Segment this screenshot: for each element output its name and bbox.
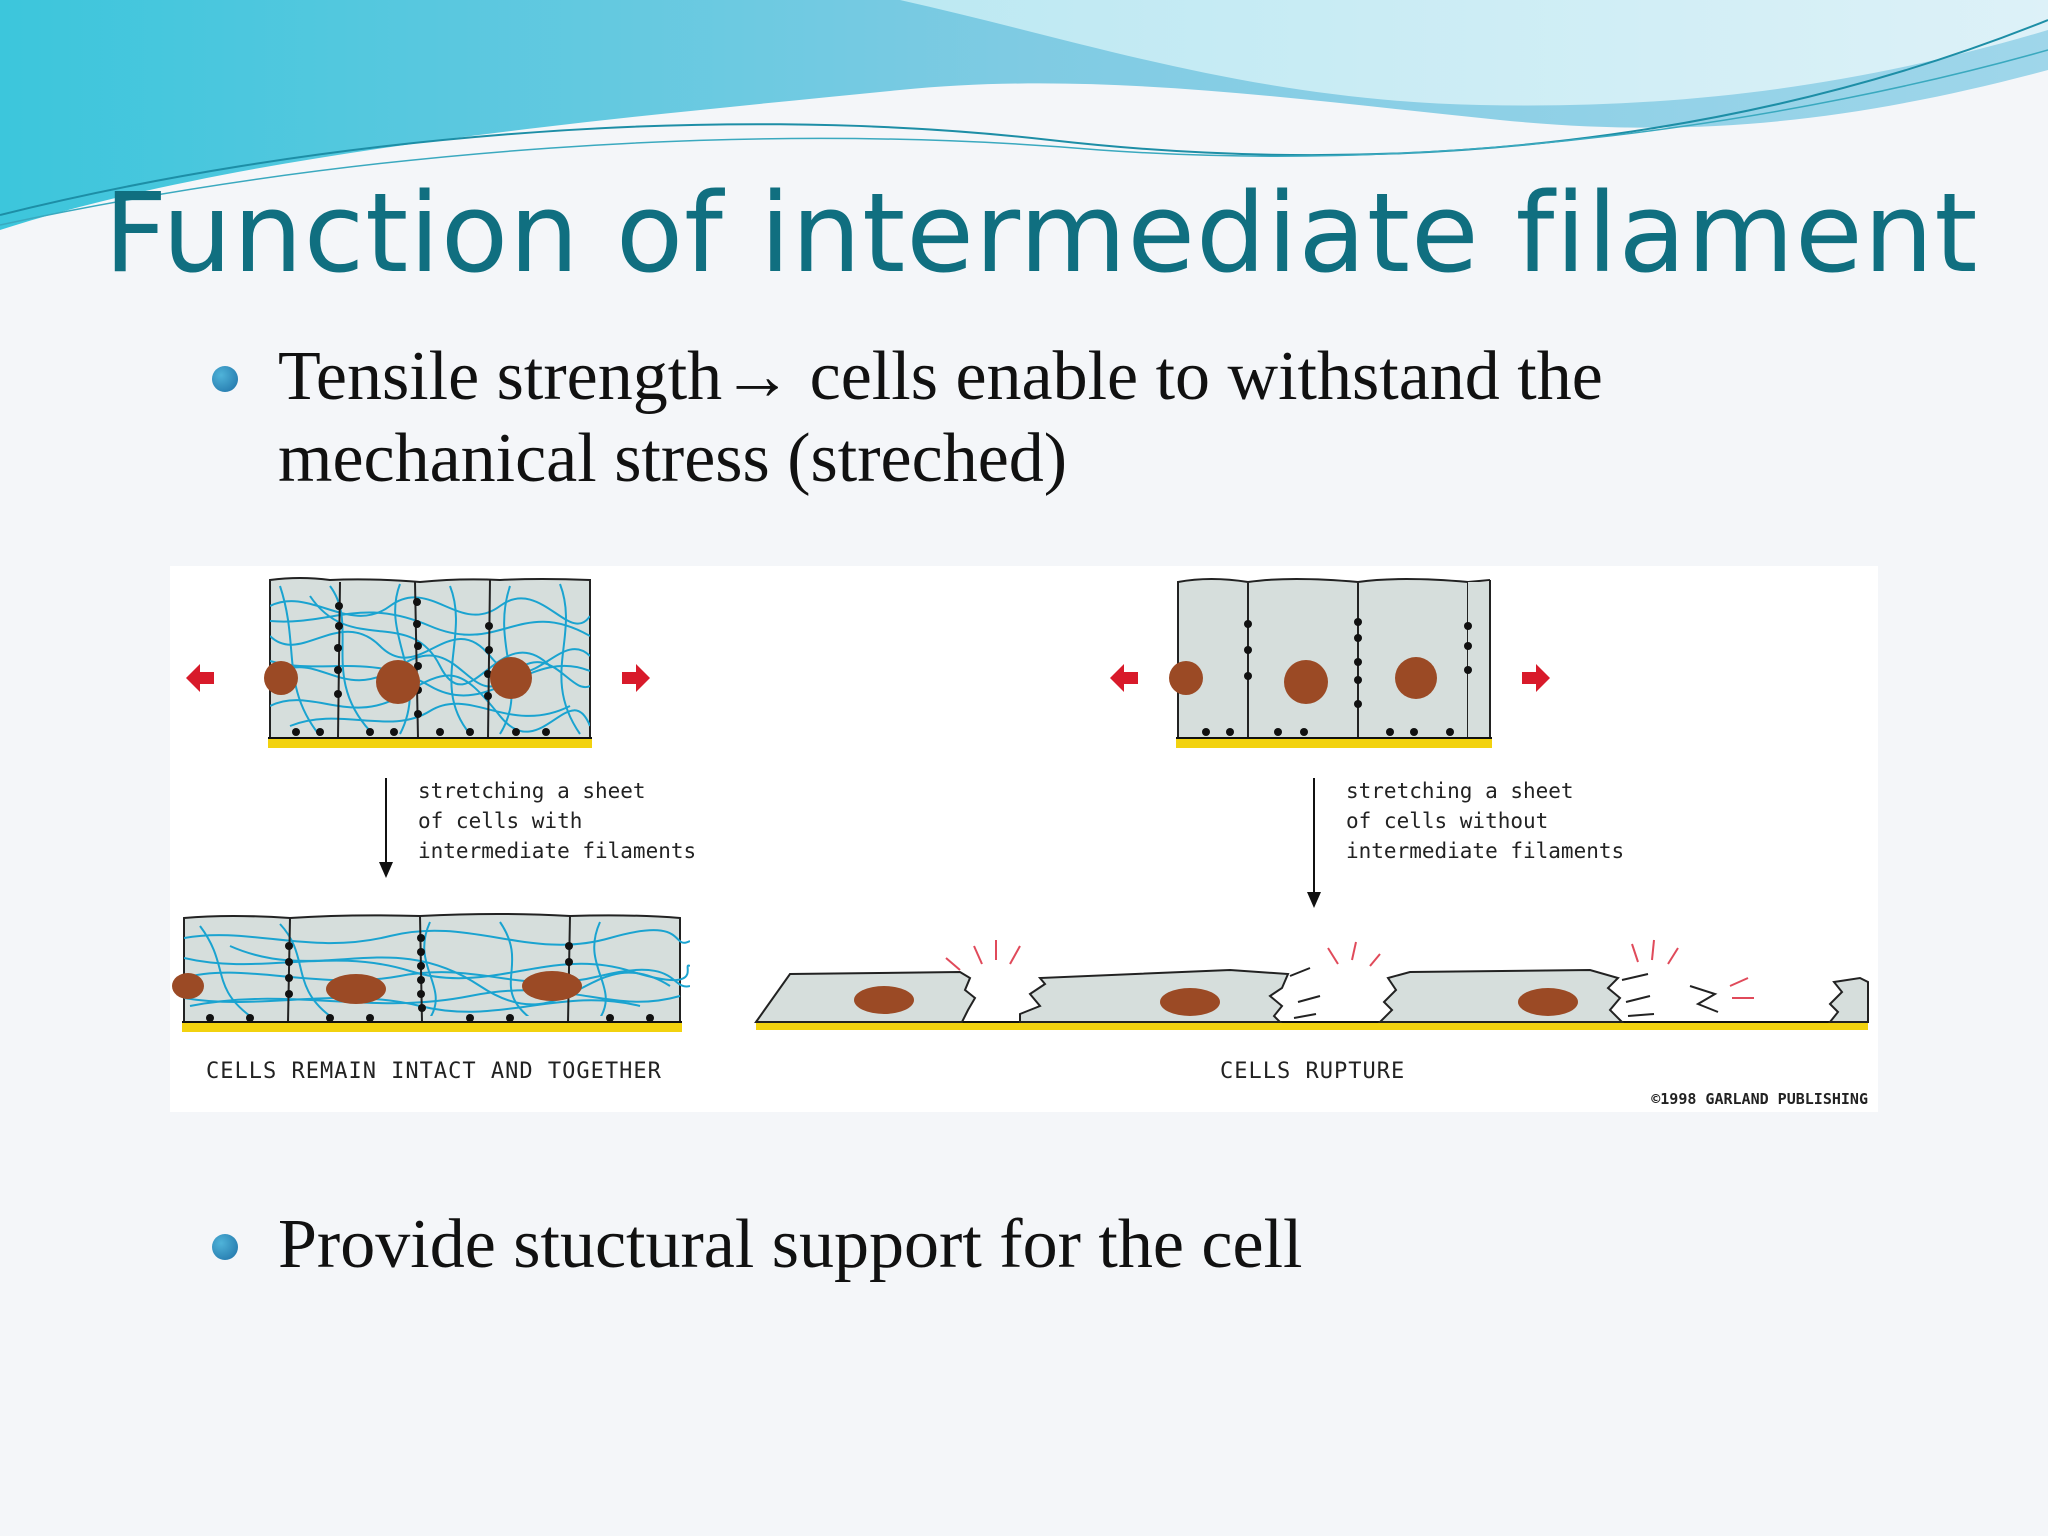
right-caption-line-1: stretching a sheet (1346, 779, 1574, 803)
sheet-without-filaments-before (1169, 578, 1492, 748)
slide-title: Function of intermediate filament (104, 169, 1979, 297)
down-arrow-icon (1307, 778, 1321, 908)
sheet-with-filaments-before (264, 577, 592, 748)
down-arrow-icon (379, 778, 393, 878)
sheet-ruptured (754, 939, 1869, 1030)
bullet-tensile-strength: Tensile strength→ cells enable to withst… (212, 336, 1772, 500)
left-caption-line-3: intermediate filaments (418, 839, 696, 863)
bullet-line-2: mechanical stress (streched) (278, 420, 1068, 497)
figure-illustration: stretching a sheet of cells with interme… (172, 577, 1869, 1108)
stretch-arrow-left-icon (186, 664, 214, 692)
left-caption-line-2: of cells with (418, 809, 582, 833)
copyright-notice: ©1998 GARLAND PUBLISHING (1651, 1090, 1868, 1108)
rupture-marks (945, 939, 1754, 999)
right-arrow-icon: → (722, 338, 793, 415)
result-intact-label: CELLS REMAIN INTACT AND TOGETHER (206, 1059, 662, 1084)
bullet-continuation: cells enable to withstand the (792, 338, 1603, 415)
bullet-lead: Tensile strength (278, 338, 723, 415)
right-caption-line-3: intermediate filaments (1346, 839, 1624, 863)
right-caption-line-2: of cells without (1346, 809, 1548, 833)
bullet-text: Provide stuctural support for the cell (278, 1206, 1303, 1283)
bullet-dot-icon (212, 366, 238, 392)
stretch-arrow-right-icon (1522, 664, 1550, 692)
bullet-text: Tensile strength→ cells enable to withst… (278, 336, 1603, 500)
sheet-with-filaments-after (172, 913, 690, 1032)
stretch-arrow-left-icon (1110, 664, 1138, 692)
left-caption-line-1: stretching a sheet (418, 779, 646, 803)
header-wave-decoration (0, 0, 2048, 230)
stretch-arrow-right-icon (622, 664, 650, 692)
bullet-structural-support: Provide stuctural support for the cell (212, 1204, 1772, 1286)
result-rupture-label: CELLS RUPTURE (1220, 1059, 1405, 1084)
bullet-dot-icon (212, 1234, 238, 1260)
intermediate-filament-figure: stretching a sheet of cells with interme… (170, 566, 1878, 1112)
